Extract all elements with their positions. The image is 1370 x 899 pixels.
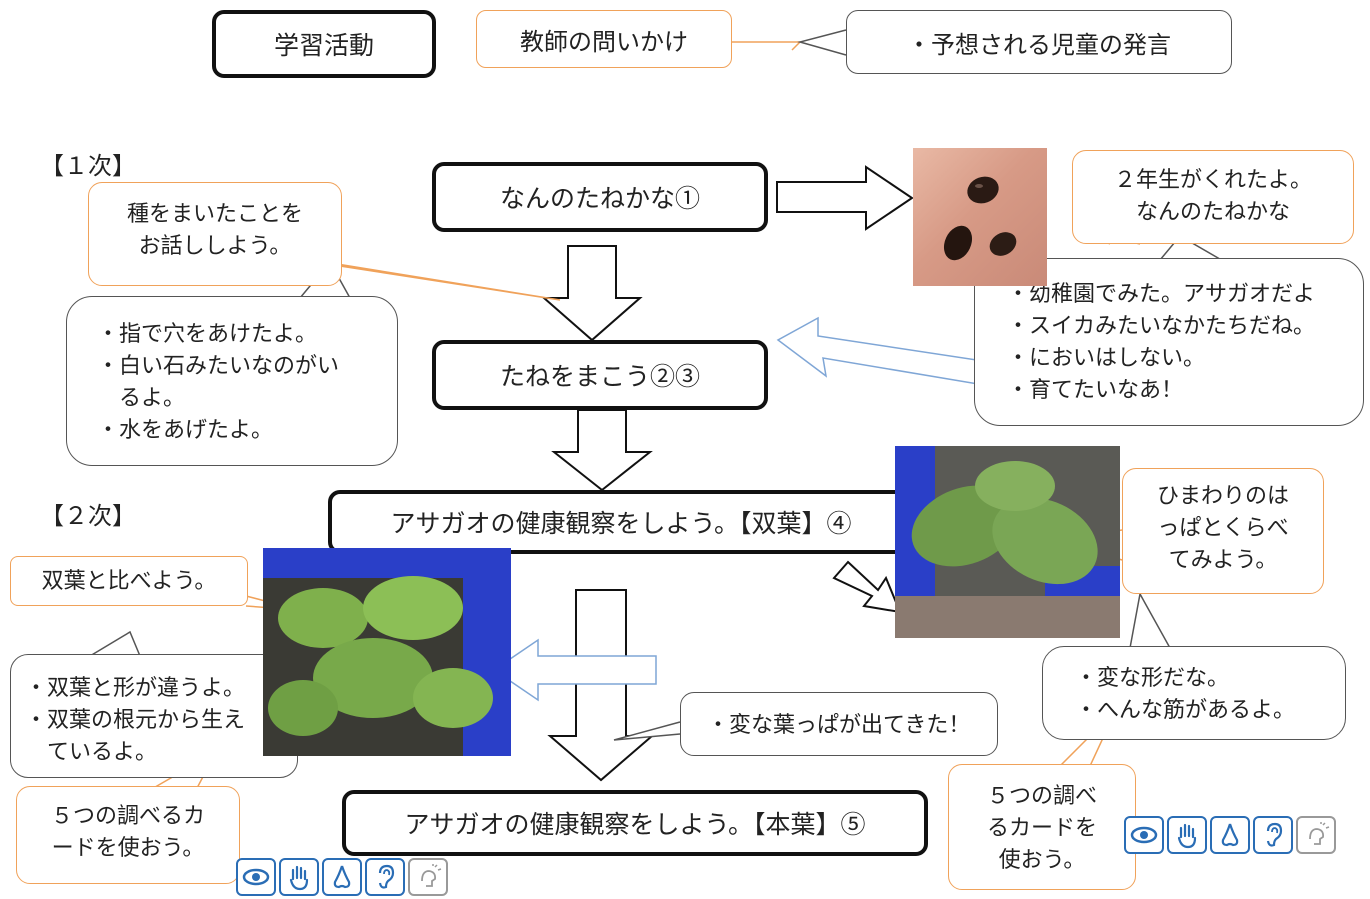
teacher-balloon-1: 種をまいたことを お話ししよう。 bbox=[88, 182, 342, 286]
student-text: ・変な形だな。 ・へんな筋があるよ。 bbox=[1075, 666, 1296, 723]
student-text: ・幼稚園でみた。アサガオだよ ・スイカみたいなかたちだね。 ・においはしない。 … bbox=[1007, 282, 1316, 403]
legend-student-balloon: ・予想される児童の発言 bbox=[846, 10, 1232, 74]
senses-cards-right bbox=[1124, 816, 1344, 856]
student-balloon-5: ・変な葉っぱが出てきた！ bbox=[680, 692, 998, 756]
legend-teacher-label: 教師の問いかけ bbox=[520, 27, 688, 56]
eye-icon bbox=[1124, 816, 1164, 854]
cotyledon-photo bbox=[895, 446, 1120, 638]
eye-icon bbox=[236, 858, 276, 896]
student-balloon-4: ・双葉と形が違うよ。 ・双葉の根元から生え ているよ。 bbox=[10, 654, 298, 778]
legend-teacher-balloon: 教師の問いかけ bbox=[476, 10, 732, 68]
teacher-text: 種をまいたことを お話ししよう。 bbox=[126, 202, 303, 259]
teacher-text: ５つの調べるカ ードを使おう。 bbox=[50, 804, 205, 861]
student-text: ・変な葉っぱが出てきた！ bbox=[707, 713, 971, 738]
teacher-text: ２年生がくれたよ。 なんのたねかな bbox=[1113, 168, 1312, 225]
activity-label: アサガオの健康観察をしよう。【双葉】④ bbox=[390, 509, 852, 538]
down-arrow bbox=[551, 409, 653, 492]
activity-label: アサガオの健康観察をしよう。【本葉】⑤ bbox=[404, 810, 866, 839]
teacher-balloon-3: ひまわりのは っぱとくらべ てみよう。 bbox=[1122, 468, 1324, 594]
legend-activity-box: 学習活動 bbox=[212, 10, 436, 78]
phase2-label: 【２次】 bbox=[40, 502, 136, 530]
legend-activity-label: 学習活動 bbox=[273, 31, 374, 60]
blue-left-arrow bbox=[776, 316, 991, 387]
student-text: ・双葉と形が違うよ。 ・双葉の根元から生え ているよ。 bbox=[25, 676, 246, 765]
activity-box-4: アサガオの健康観察をしよう。【本葉】⑤ bbox=[342, 790, 928, 856]
tongue-icon bbox=[408, 858, 448, 896]
legend-student-label: ・予想される児童の発言 bbox=[907, 30, 1171, 59]
diagonal-arrow bbox=[832, 560, 902, 614]
seeds-photo bbox=[913, 148, 1047, 286]
true-leaves-photo bbox=[263, 548, 511, 756]
right-arrow bbox=[776, 165, 914, 231]
nose-icon bbox=[1210, 816, 1250, 854]
student-balloon-3: ・変な形だな。 ・へんな筋があるよ。 bbox=[1042, 646, 1346, 740]
student-balloon-1: ・指で穴をあけたよ。 ・白い石みたいなのがい るよ。 ・水をあげたよ。 bbox=[66, 296, 398, 466]
phase1-label: 【１次】 bbox=[40, 152, 136, 180]
teacher-balloon-5: ５つの調べるカ ードを使おう。 bbox=[16, 786, 240, 884]
nose-icon bbox=[322, 858, 362, 896]
activity-box-1: なんのたねかな① bbox=[432, 162, 768, 232]
hand-icon bbox=[1167, 816, 1207, 854]
ear-icon bbox=[1253, 816, 1293, 854]
teacher-text: ５つの調べ るカードを 使おう。 bbox=[986, 784, 1097, 873]
tongue-icon bbox=[1296, 816, 1336, 854]
blue-left-arrow bbox=[492, 638, 657, 702]
teacher-balloon-6: ５つの調べ るカードを 使おう。 bbox=[948, 764, 1136, 890]
senses-cards-left bbox=[236, 858, 456, 898]
teacher-balloon-2: ２年生がくれたよ。 なんのたねかな bbox=[1072, 150, 1354, 244]
student-balloon-2: ・幼稚園でみた。アサガオだよ ・スイカみたいなかたちだね。 ・においはしない。 … bbox=[974, 258, 1364, 426]
activity-box-3: アサガオの健康観察をしよう。【双葉】④ bbox=[328, 490, 914, 554]
ear-icon bbox=[365, 858, 405, 896]
activity-label: たねをまこう②③ bbox=[499, 362, 700, 391]
down-arrow bbox=[541, 245, 643, 342]
down-arrow bbox=[547, 589, 655, 782]
teacher-balloon-4: 双葉と比べよう。 bbox=[10, 556, 248, 606]
activity-box-2: たねをまこう②③ bbox=[432, 340, 768, 410]
hand-icon bbox=[279, 858, 319, 896]
activity-label: なんのたねかな① bbox=[499, 184, 700, 213]
teacher-text: ひまわりのは っぱとくらべ てみよう。 bbox=[1156, 484, 1289, 573]
teacher-text: 双葉と比べよう。 bbox=[41, 569, 217, 594]
student-text: ・指で穴をあけたよ。 ・白い石みたいなのがい るよ。 ・水をあげたよ。 bbox=[97, 322, 340, 443]
